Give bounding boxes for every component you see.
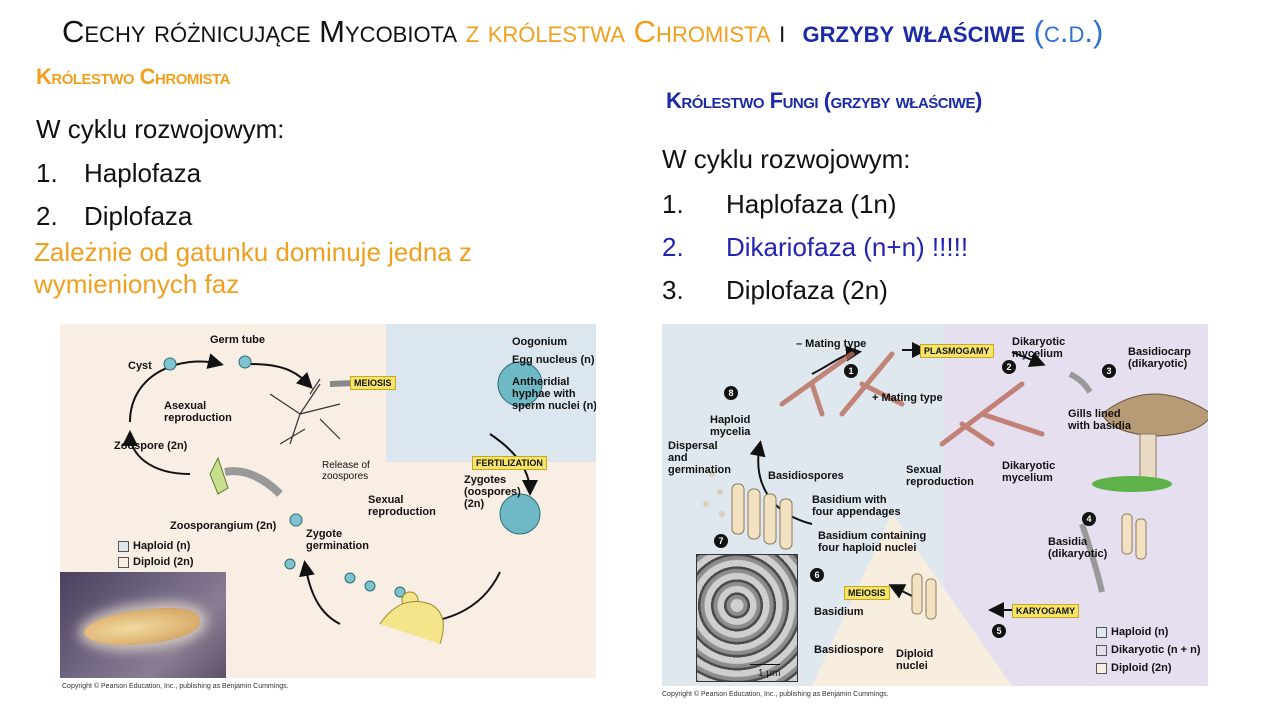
sem-micrograph [696,554,798,682]
step-2: 2 [1002,360,1016,374]
label-release: Release of zoospores [322,460,370,482]
tag-meiosis: MEIOSIS [350,376,396,390]
left-list: 1.Haplofaza 2.Diplofaza [36,152,201,238]
fish-infection-photo [60,572,226,678]
tag-fertilization: FERTILIZATION [472,456,547,470]
copyright-2: Copyright © Pearson Education, Inc., pub… [662,691,889,698]
label-egg-nucleus: Egg nucleus (n) [512,354,595,366]
label-basidium: Basidium [814,606,864,618]
label-minus-mating: – Mating type [796,338,867,350]
label-basidiospore: Basidiospore [814,644,884,656]
label-dikaryotic-mycelium: Dikaryotic mycelium [1012,336,1066,360]
step-1: 1 [844,364,858,378]
title-part1: Cechy różnicujące Mycobiota [62,14,458,49]
step-3: 3 [1102,364,1116,378]
label-diploid-nuclei: Diploid nuclei [896,648,934,672]
list-item: 1.Haplofaza (1n) [662,189,897,219]
tag-plasmogamy: PLASMOGAMY [920,344,994,358]
label-zygote-germination: Zygote germination [306,528,369,552]
list-item: 3.Diplofaza (2n) [662,275,888,305]
label-gills: Gills lined with basidia [1068,408,1131,432]
label-dispersal: Dispersal and germination [668,440,731,476]
list-item: 1.Haplofaza [36,158,202,188]
label-oogonium: Oogonium [512,336,567,348]
label-haploid-mycelia: Haploid mycelia [710,414,751,438]
label-basidia: Basidia (dikaryotic) [1048,536,1108,560]
label-basidiocarp: Basidiocarp (dikaryotic) [1128,346,1191,370]
right-heading: Królestwo Fungi (grzyby właściwe) [666,88,982,113]
label-basidiospores: Basidiospores [768,470,844,482]
left-note: Zależnie od gatunku dominuje jedna z wym… [34,237,472,299]
label-sexual: Sexual reproduction [368,494,436,518]
legend-diploid: Diploid (2n) [1096,662,1172,674]
label-dikaryotic-mycelium-2: Dikaryotic mycelium [1002,460,1056,484]
label-germ-tube: Germ tube [210,334,266,346]
right-list: 1.Haplofaza (1n) 2.Dikariofaza (n+n) !!!… [662,183,968,312]
label-scale: 1 μm [758,668,781,679]
title-part2: z królestwa Chromista [465,14,771,49]
haploid-swatch [118,540,129,552]
legend-haploid: Haploid (n) [118,540,190,552]
copyright-1: Copyright © Pearson Education, Inc., pub… [62,683,289,690]
diploid-swatch [118,556,129,568]
right-intro: W cyklu rozwojowym: [662,144,911,174]
list-item: 2.Diplofaza [36,201,193,231]
legend-dikaryotic: Dikaryotic (n + n) [1096,644,1201,656]
step-7: 7 [714,534,728,548]
label-plus-mating: + Mating type [872,392,943,404]
title-part4: grzyby właściwe [802,14,1026,49]
label-antheridial: Antheridial hyphae with sperm nuclei (n) [512,376,596,412]
label-zygotes: Zygotes (oospores) (2n) [464,474,521,510]
tag-karyogamy: KARYOGAMY [1012,604,1080,618]
label-basidium-four: Basidium with four appendages [812,494,901,518]
cycle-arrows [703,342,1208,620]
haploid-swatch [1096,626,1107,638]
label-sexual: Sexual reproduction [906,464,974,488]
list-item-highlight: 2.Dikariofaza (n+n) !!!!! [662,232,969,262]
infected-fish [82,604,202,650]
cycle-arrows [122,353,543,645]
label-zoosporangium: Zoosporangium (2n) [170,520,277,532]
diploid-swatch [1096,662,1107,674]
dikaryotic-swatch [1096,644,1107,656]
label-asexual: Asexual reproduction [164,400,232,424]
step-8: 8 [724,386,738,400]
title-part3: i [779,14,786,49]
oomycete-life-cycle-figure: Germ tube Cyst Asexual reproduction Zoos… [60,324,596,678]
label-cyst: Cyst [128,360,152,372]
left-intro: W cyklu rozwojowym: [36,114,285,144]
label-zoospore: Zoospore (2n) [114,440,188,452]
title-part5: (c.d.) [1033,14,1104,49]
step-4: 4 [1082,512,1096,526]
basidiomycete-life-cycle-figure: – Mating type PLASMOGAMY Dikaryotic myce… [662,324,1208,686]
legend-haploid: Haploid (n) [1096,626,1168,638]
legend-diploid: Diploid (2n) [118,556,194,568]
left-heading: Królestwo Chromista [36,64,230,89]
tag-meiosis: MEIOSIS [844,586,890,600]
step-5: 5 [992,624,1006,638]
scale-bar [750,664,780,665]
dikaryotic-zone [944,324,1208,686]
step-6: 6 [810,568,824,582]
slide-title: Cechy różnicujące Mycobiota z królestwa … [62,10,1272,54]
label-basidium-containing: Basidium containing four haploid nuclei [818,530,927,554]
diploid-zone [386,324,596,462]
